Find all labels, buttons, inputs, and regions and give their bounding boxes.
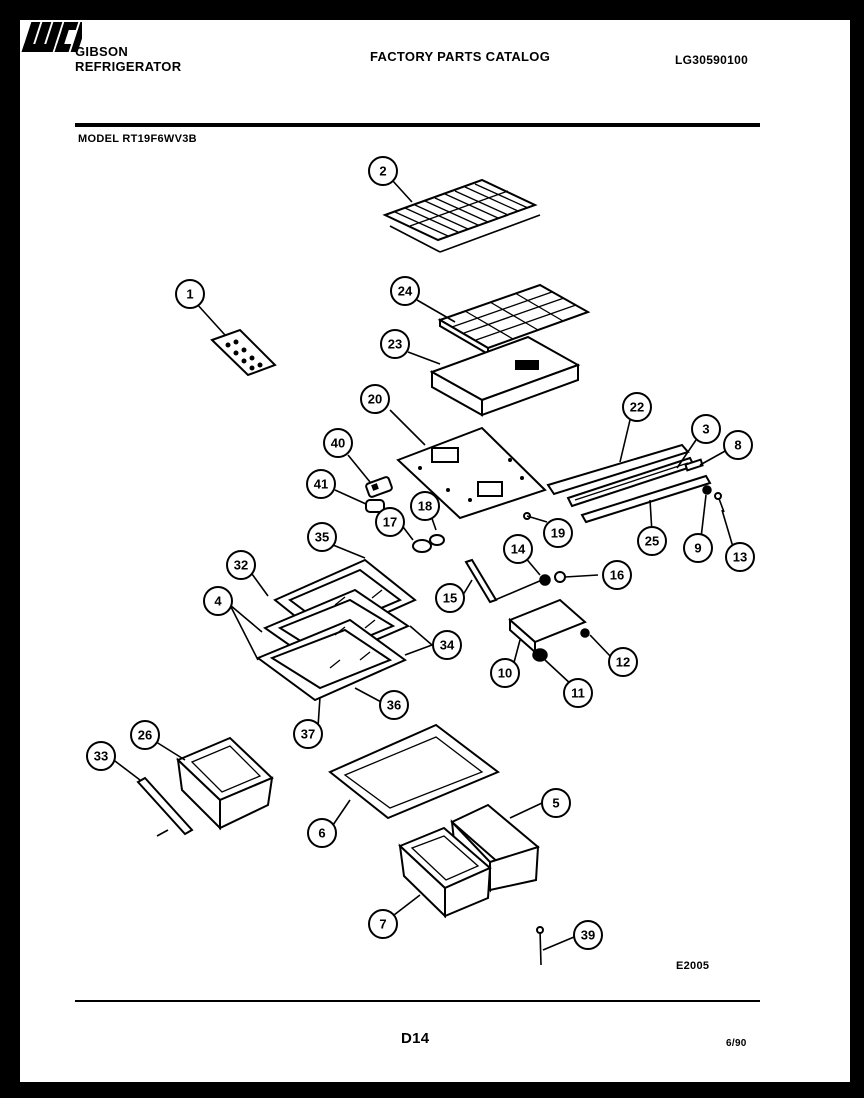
egg-tray-part bbox=[210, 328, 277, 377]
callout-15: 15 bbox=[435, 583, 465, 613]
svg-text:39: 39 bbox=[581, 928, 595, 943]
callout-17: 17 bbox=[375, 507, 405, 537]
callout-1: 1 bbox=[175, 279, 205, 309]
svg-text:5: 5 bbox=[552, 796, 559, 811]
callout-14: 14 bbox=[503, 534, 533, 564]
callout-24: 24 bbox=[390, 276, 420, 306]
callout-10: 10 bbox=[490, 658, 520, 688]
svg-text:22: 22 bbox=[630, 400, 644, 415]
callout-2: 2 bbox=[368, 156, 398, 186]
svg-text:16: 16 bbox=[610, 568, 624, 583]
callout-36: 36 bbox=[379, 690, 409, 720]
glass-shelves bbox=[255, 558, 417, 702]
callout-37: 37 bbox=[293, 719, 323, 749]
callout-3: 3 bbox=[691, 414, 721, 444]
svg-text:34: 34 bbox=[440, 638, 455, 653]
svg-text:12: 12 bbox=[616, 655, 630, 670]
svg-text:1: 1 bbox=[186, 287, 193, 302]
callout-40: 40 bbox=[323, 428, 353, 458]
callout-19: 19 bbox=[543, 518, 573, 548]
svg-text:26: 26 bbox=[138, 728, 152, 743]
svg-text:36: 36 bbox=[387, 698, 401, 713]
catalog-page: GIBSON REFRIGERATOR FACTORY PARTS CATALO… bbox=[20, 20, 850, 1082]
svg-text:17: 17 bbox=[383, 515, 397, 530]
callout-26: 26 bbox=[130, 720, 160, 750]
crisper-cover-part bbox=[437, 283, 591, 356]
svg-text:3: 3 bbox=[702, 422, 709, 437]
callout-11: 11 bbox=[563, 678, 593, 708]
callout-23: 23 bbox=[380, 329, 410, 359]
callout-9: 9 bbox=[683, 533, 713, 563]
callout-4: 4 bbox=[203, 586, 233, 616]
lamp-socket-part bbox=[412, 534, 445, 553]
callout-18: 18 bbox=[410, 491, 440, 521]
svg-text:20: 20 bbox=[368, 392, 382, 407]
callout-16: 16 bbox=[602, 560, 632, 590]
callout-32: 32 bbox=[226, 550, 256, 580]
catalog-title: FACTORY PARTS CATALOG bbox=[370, 49, 551, 64]
callout-35: 35 bbox=[307, 522, 337, 552]
callout-25: 25 bbox=[637, 526, 667, 556]
svg-text:4: 4 bbox=[214, 594, 222, 609]
svg-text:2: 2 bbox=[379, 164, 386, 179]
small-crisper-part bbox=[176, 736, 274, 831]
svg-text:14: 14 bbox=[511, 542, 526, 557]
catalog-date: 6/90 bbox=[726, 1038, 747, 1049]
svg-text:11: 11 bbox=[571, 686, 585, 701]
callout-5: 5 bbox=[541, 788, 571, 818]
svg-text:33: 33 bbox=[94, 749, 108, 764]
callout-33: 33 bbox=[86, 741, 116, 771]
exploded-parts-diagram: 1 2 3 4 5 6 7 8 9 10 11 12 13 14 15 16 1… bbox=[86, 156, 755, 966]
svg-text:7: 7 bbox=[379, 917, 386, 932]
svg-text:15: 15 bbox=[443, 591, 457, 606]
product-type: REFRIGERATOR bbox=[75, 59, 182, 74]
callout-41: 41 bbox=[306, 469, 336, 499]
wire-shelf-part bbox=[382, 178, 541, 253]
callout-34: 34 bbox=[432, 630, 462, 660]
svg-text:18: 18 bbox=[418, 499, 432, 514]
damper-assembly-part bbox=[464, 512, 590, 662]
brand-name: GIBSON bbox=[75, 44, 129, 59]
svg-text:10: 10 bbox=[498, 666, 512, 681]
svg-text:23: 23 bbox=[388, 337, 402, 352]
header-rule bbox=[75, 123, 760, 127]
callout-6: 6 bbox=[307, 818, 337, 848]
svg-text:25: 25 bbox=[645, 534, 659, 549]
footer-rule bbox=[75, 1000, 760, 1002]
brand-block: GIBSON REFRIGERATOR bbox=[75, 44, 181, 74]
svg-text:6: 6 bbox=[318, 826, 325, 841]
crisper-rail-part bbox=[136, 776, 194, 837]
svg-text:35: 35 bbox=[315, 530, 329, 545]
svg-text:32: 32 bbox=[234, 558, 248, 573]
svg-text:9: 9 bbox=[694, 541, 701, 556]
callout-39: 39 bbox=[573, 920, 603, 950]
callout-20: 20 bbox=[360, 384, 390, 414]
svg-text:13: 13 bbox=[733, 550, 747, 565]
callout-13: 13 bbox=[725, 542, 755, 572]
control-housing-part bbox=[396, 426, 547, 520]
crisper-frame-part bbox=[328, 723, 500, 820]
svg-text:24: 24 bbox=[398, 284, 413, 299]
page-number: D14 bbox=[401, 1030, 430, 1047]
figure-reference: E2005 bbox=[676, 960, 710, 972]
svg-text:40: 40 bbox=[331, 436, 345, 451]
svg-text:37: 37 bbox=[301, 727, 315, 742]
svg-text:19: 19 bbox=[551, 526, 565, 541]
model-number: MODEL RT19F6WV3B bbox=[78, 133, 197, 145]
callout-22: 22 bbox=[622, 392, 652, 422]
large-crispers-part bbox=[398, 803, 540, 919]
callout-12: 12 bbox=[608, 647, 638, 677]
svg-text:8: 8 bbox=[734, 438, 741, 453]
cover-glass-part bbox=[429, 335, 581, 417]
callout-7: 7 bbox=[368, 909, 398, 939]
callout-8: 8 bbox=[723, 430, 753, 460]
svg-text:41: 41 bbox=[314, 477, 328, 492]
trim-pieces bbox=[546, 443, 725, 524]
screw-part bbox=[536, 926, 544, 966]
control-knob-part bbox=[365, 476, 393, 513]
document-number: LG30590100 bbox=[675, 53, 749, 67]
